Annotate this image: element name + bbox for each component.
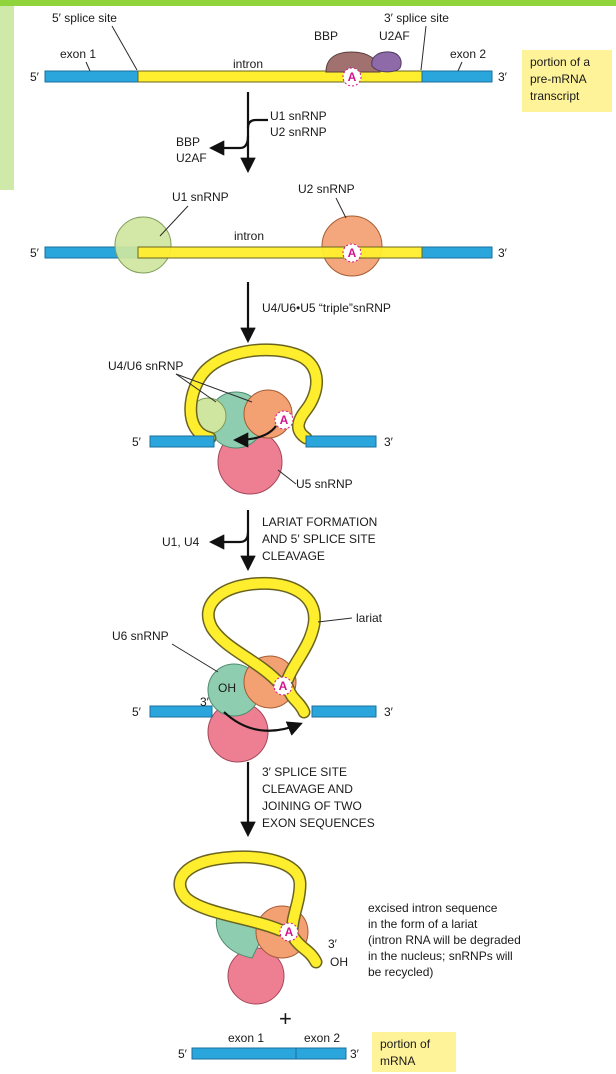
u1-leader bbox=[160, 206, 188, 236]
stage2-intron bbox=[138, 247, 422, 258]
mrna-exon2-label: exon 2 bbox=[304, 1031, 340, 1045]
intron-segment bbox=[138, 71, 422, 82]
stage2-three-prime-end: 3′ bbox=[498, 246, 508, 260]
stage3-three-prime-end: 3′ bbox=[384, 435, 394, 449]
pre-mrna-callout-line2: pre-mRNA bbox=[530, 72, 587, 86]
step3-process-line3: CLEAVAGE bbox=[262, 549, 325, 563]
stage-u1-u2-bound: 5′ 3′ U1 snRNP U2 snRNP intron A bbox=[30, 182, 508, 276]
stage3-exon2 bbox=[306, 436, 376, 447]
mrna-three-prime-end: 3′ bbox=[350, 1047, 360, 1061]
green-accent-bar bbox=[0, 0, 616, 6]
step1-incoming-arrow bbox=[248, 120, 268, 128]
pre-mrna-callout-line3: transcript bbox=[530, 89, 580, 103]
u2af-label: U2AF bbox=[379, 29, 410, 43]
step4-process-line4: EXON SEQUENCES bbox=[262, 816, 375, 830]
stage2-branch-a: A bbox=[348, 246, 357, 260]
five-prime-end-label: 5′ bbox=[30, 70, 40, 84]
stage4-u6-leader bbox=[172, 644, 218, 672]
exon2-leader bbox=[458, 62, 462, 71]
three-prime-site-leader bbox=[421, 26, 426, 70]
step2-triple-snrnp-label: U4/U6•U5 “triple”snRNP bbox=[262, 301, 391, 315]
mrna-five-prime-end: 5′ bbox=[178, 1047, 188, 1061]
step-exon-joining: 3′ SPLICE SITE CLEAVAGE AND JOINING OF T… bbox=[248, 762, 375, 834]
step1-leave-bbp: BBP bbox=[176, 135, 200, 149]
mrna-exon1-segment bbox=[192, 1048, 296, 1059]
step-triple-snrnp: U4/U6•U5 “triple”snRNP bbox=[248, 282, 391, 340]
stage4-oh-label: OH bbox=[218, 681, 236, 695]
stage4-u6-label: U6 snRNP bbox=[112, 629, 169, 643]
exon1-segment bbox=[45, 71, 138, 82]
step3-process-line1: LARIAT FORMATION bbox=[262, 515, 377, 529]
step3-outgoing-arrow bbox=[212, 532, 248, 542]
u5-snrnp-label: U5 snRNP bbox=[296, 477, 353, 491]
u4-u6-snrnp-label: U4/U6 snRNP bbox=[108, 359, 183, 373]
u2-leader bbox=[336, 198, 346, 218]
exon1-label: exon 1 bbox=[60, 47, 96, 61]
step4-process-line2: CLEAVAGE AND bbox=[262, 782, 353, 796]
stage4-lariat-leader bbox=[318, 618, 352, 622]
stage5-three-label: 3′ bbox=[328, 937, 338, 951]
step4-process-line1: 3′ SPLICE SITE bbox=[262, 765, 347, 779]
stage-mrna-product: exon 1 exon 2 5′ 3′ portion of mRNA bbox=[178, 1031, 456, 1072]
stage2-exon2 bbox=[422, 247, 492, 258]
exon2-segment bbox=[422, 71, 492, 82]
exon1-leader bbox=[86, 62, 90, 71]
step1-leave-u2af: U2AF bbox=[176, 151, 207, 165]
stage5-note-line4: in the nucleus; snRNPs will bbox=[368, 949, 513, 963]
stage4-lariat-label: lariat bbox=[356, 611, 383, 625]
step-u1-u2-binding: U1 snRNP U2 snRNP BBP U2AF bbox=[176, 92, 327, 170]
stage2-intron-label: intron bbox=[234, 229, 264, 243]
stage-spliceosome: A 5′ 3′ U4/U6 snRNP U5 snRNP bbox=[108, 350, 394, 494]
pre-mrna-callout-line1: portion of a bbox=[530, 55, 590, 69]
exon2-label: exon 2 bbox=[450, 47, 486, 61]
stage5-note-line2: in the form of a lariat bbox=[368, 917, 478, 931]
u5-leader bbox=[278, 470, 296, 484]
stage2-five-prime-end: 5′ bbox=[30, 246, 40, 260]
stage4-branch-a: A bbox=[279, 679, 288, 693]
mrna-exon1-label: exon 1 bbox=[228, 1031, 264, 1045]
stage5-oh-label: OH bbox=[330, 955, 348, 969]
mrna-callout-line1: portion of bbox=[380, 1037, 431, 1051]
bbp-label: BBP bbox=[314, 29, 338, 43]
step3-process-line2: AND 5′ SPLICE SITE bbox=[262, 532, 376, 546]
stage3-five-prime-end: 5′ bbox=[132, 435, 142, 449]
u2-snrnp-label: U2 snRNP bbox=[298, 182, 355, 196]
stage5-note-line3: (intron RNA will be degraded bbox=[368, 933, 521, 947]
mrna-callout-line2: mRNA bbox=[380, 1054, 415, 1068]
stage5-branch-a: A bbox=[285, 925, 294, 939]
stage-excised-lariat: A 3′ OH excised intron sequence in the f… bbox=[180, 857, 521, 1031]
five-prime-splice-site-label: 5′ splice site bbox=[52, 11, 117, 25]
intron-label: intron bbox=[233, 57, 263, 71]
step4-process-line3: JOINING OF TWO bbox=[262, 799, 362, 813]
u2af-protein bbox=[372, 52, 401, 72]
five-prime-site-leader bbox=[112, 26, 137, 70]
stage3-exon1 bbox=[150, 436, 214, 447]
stage4-three-label: 3′ bbox=[200, 695, 210, 709]
step1-enter-u1: U1 snRNP bbox=[270, 109, 327, 123]
stage5-note-line1: excised intron sequence bbox=[368, 901, 498, 915]
branch-point-a: A bbox=[348, 70, 357, 84]
step1-enter-u2: U2 snRNP bbox=[270, 125, 327, 139]
stage-pre-mrna: 5′ splice site 3′ splice site exon 1 int… bbox=[30, 11, 612, 112]
stage4-five-prime-end: 5′ bbox=[132, 705, 142, 719]
green-accent-strip bbox=[0, 6, 14, 190]
stage3-branch-a: A bbox=[280, 413, 289, 427]
step-lariat-formation: U1, U4 LARIAT FORMATION AND 5′ SPLICE SI… bbox=[162, 510, 377, 568]
stage-lariat-intermediate: A lariat U6 snRNP OH 3′ 5′ 3′ bbox=[112, 583, 394, 762]
stage4-exon2 bbox=[312, 706, 376, 717]
step3-leave-u1-u4: U1, U4 bbox=[162, 535, 200, 549]
stage5-note-line5: be recycled) bbox=[368, 965, 433, 979]
u1-snrnp bbox=[115, 217, 171, 273]
three-prime-splice-site-label: 3′ splice site bbox=[384, 11, 449, 25]
u1-snrnp-label: U1 snRNP bbox=[172, 190, 229, 204]
stage4-three-prime-end: 3′ bbox=[384, 705, 394, 719]
mrna-exon2-segment bbox=[296, 1048, 346, 1059]
three-prime-end-label: 3′ bbox=[498, 70, 508, 84]
step1-outgoing-arrow bbox=[212, 136, 248, 148]
plus-sign: + bbox=[279, 1006, 292, 1031]
